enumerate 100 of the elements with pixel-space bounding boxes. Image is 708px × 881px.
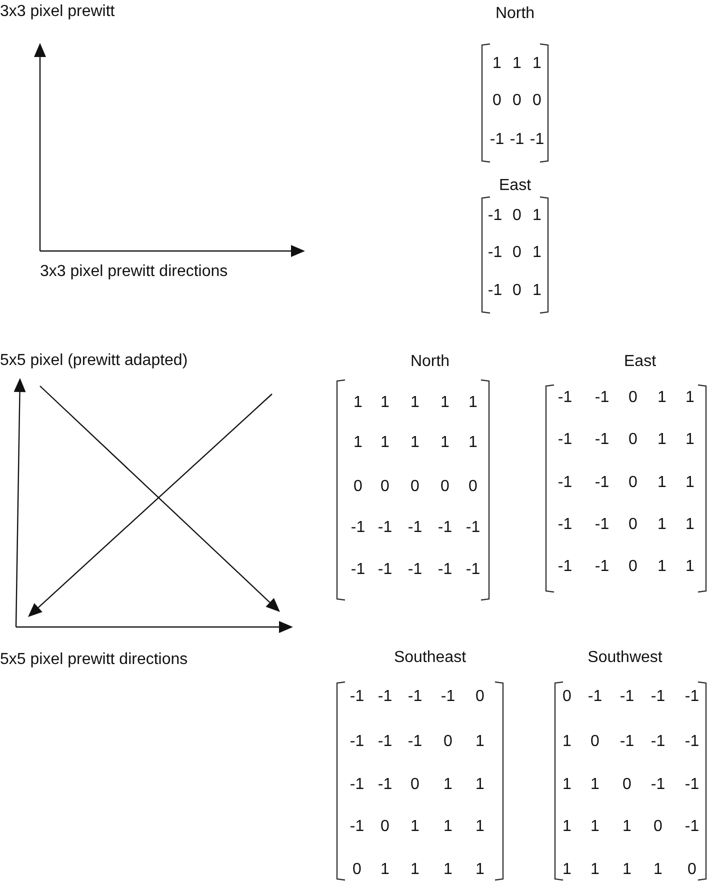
matrix-cell: 1 — [562, 777, 572, 793]
matrix-cell: -1 — [350, 562, 366, 578]
axis-caption: 3x3 pixel prewitt directions — [40, 264, 228, 280]
matrix-cell: 1 — [440, 435, 450, 451]
matrix-cell: -1 — [588, 689, 602, 705]
matrix-cell: 1 — [590, 819, 600, 835]
matrix-cell: 1 — [444, 862, 452, 878]
matrix-cell: 1 — [622, 862, 632, 878]
matrix-cell: 1 — [468, 435, 478, 451]
matrix-cell: 0 — [354, 479, 362, 495]
matrix-cell: 0 — [492, 93, 502, 109]
matrix-cell: 1 — [658, 517, 666, 533]
matrix-cell: 0 — [380, 479, 390, 495]
matrix-cell: 0 — [628, 390, 638, 406]
matrix-cell: -1 — [650, 777, 666, 793]
matrix-cell: 1 — [686, 517, 694, 533]
matrix-cell: 1 — [658, 559, 666, 575]
matrix-cell: 1 — [590, 777, 600, 793]
matrix-cell: -1 — [350, 734, 364, 750]
matrix-cell: -1 — [378, 777, 392, 793]
matrix-cell: -1 — [488, 208, 502, 224]
matrix-cell: 0 — [444, 734, 452, 750]
matrix-cell: -1 — [558, 517, 572, 533]
matrix-cell: 0 — [476, 689, 484, 705]
matrix-cell: 1 — [492, 56, 502, 72]
matrix-cell: 0 — [562, 689, 572, 705]
matrix-cell: -1 — [408, 520, 422, 536]
matrix-cell: -1 — [620, 734, 634, 750]
matrix-cell: 0 — [628, 475, 638, 491]
matrix-cell: 0 — [654, 819, 662, 835]
matrix-cell: 0 — [352, 862, 362, 878]
matrix-cell: 0 — [688, 862, 696, 878]
matrix-title: North — [495, 6, 535, 22]
matrix-cell: -1 — [350, 777, 364, 793]
matrix-cell: -1 — [378, 734, 392, 750]
matrix-cell: -1 — [530, 132, 544, 148]
matrix-cell: -1 — [350, 689, 364, 705]
matrix-cell: 0 — [468, 479, 478, 495]
matrix-cell: 1 — [354, 395, 362, 411]
matrix-cell: 0 — [410, 777, 420, 793]
matrix-cell: 1 — [380, 862, 390, 878]
matrix-cell: -1 — [594, 432, 610, 448]
matrix-cell: 1 — [686, 559, 694, 575]
matrix-cell: 1 — [476, 862, 484, 878]
matrix-cell: -1 — [350, 520, 366, 536]
matrix-cell: 1 — [658, 475, 666, 491]
section-heading: 5x5 pixel (prewitt adapted) — [0, 353, 188, 369]
matrix-cell: -1 — [408, 689, 422, 705]
matrix-cell: 1 — [532, 245, 542, 261]
matrix-cell: -1 — [488, 283, 502, 299]
matrix-cell: 1 — [654, 862, 662, 878]
matrix-cell: 0 — [590, 734, 600, 750]
matrix-cell: 0 — [512, 208, 522, 224]
matrix-cell: 1 — [410, 395, 420, 411]
matrix-cell: -1 — [650, 734, 666, 750]
matrix-cell: 0 — [628, 559, 638, 575]
matrix-cell: 0 — [440, 479, 450, 495]
matrix-cell: 0 — [532, 93, 542, 109]
matrix-cell: -1 — [408, 562, 422, 578]
matrix-cell: -1 — [684, 819, 700, 835]
matrix-cell: -1 — [558, 432, 572, 448]
matrix-cell: 1 — [440, 395, 450, 411]
matrix-cell: -1 — [594, 517, 610, 533]
axis-caption: 5x5 pixel prewitt directions — [0, 652, 188, 668]
matrix-cell: 1 — [444, 777, 452, 793]
matrix-cell: -1 — [684, 734, 700, 750]
matrix-cell: -1 — [594, 559, 610, 575]
matrix-cell: 1 — [532, 208, 542, 224]
matrix-cell: 1 — [590, 862, 600, 878]
matrix-cell: 1 — [686, 475, 694, 491]
matrix-cell: 0 — [512, 93, 522, 109]
matrix-cell: -1 — [488, 245, 502, 261]
matrix-cell: 1 — [562, 734, 572, 750]
matrix-cell: 1 — [380, 395, 390, 411]
matrix-cell: 1 — [562, 819, 572, 835]
matrix-cell: 1 — [686, 432, 694, 448]
matrix-cell: 1 — [532, 56, 542, 72]
matrix-cell: 1 — [658, 432, 666, 448]
matrix-cell: 1 — [410, 862, 420, 878]
matrix-cell: 1 — [444, 819, 452, 835]
matrix-cell: 0 — [628, 432, 638, 448]
matrix-cell: -1 — [466, 520, 480, 536]
matrix-cell: -1 — [650, 689, 666, 705]
matrix-cell: -1 — [378, 520, 392, 536]
matrix-cell: -1 — [684, 777, 700, 793]
matrix-cell: 1 — [410, 819, 420, 835]
matrix-cell: 1 — [512, 56, 522, 72]
matrix-cell: -1 — [620, 689, 634, 705]
matrix-cell: 1 — [622, 819, 632, 835]
matrix-cell: 1 — [354, 435, 362, 451]
matrix-cell: -1 — [378, 562, 392, 578]
matrix-title: Southeast — [394, 650, 466, 666]
matrix-cell: 1 — [686, 390, 694, 406]
matrix-cell: 0 — [380, 819, 390, 835]
matrix-cell: 1 — [476, 819, 484, 835]
matrix-cell: -1 — [378, 689, 392, 705]
matrix-cell: -1 — [558, 559, 572, 575]
matrix-cell: -1 — [438, 562, 452, 578]
matrix-cell: 1 — [410, 435, 420, 451]
matrix-cell: -1 — [466, 562, 480, 578]
